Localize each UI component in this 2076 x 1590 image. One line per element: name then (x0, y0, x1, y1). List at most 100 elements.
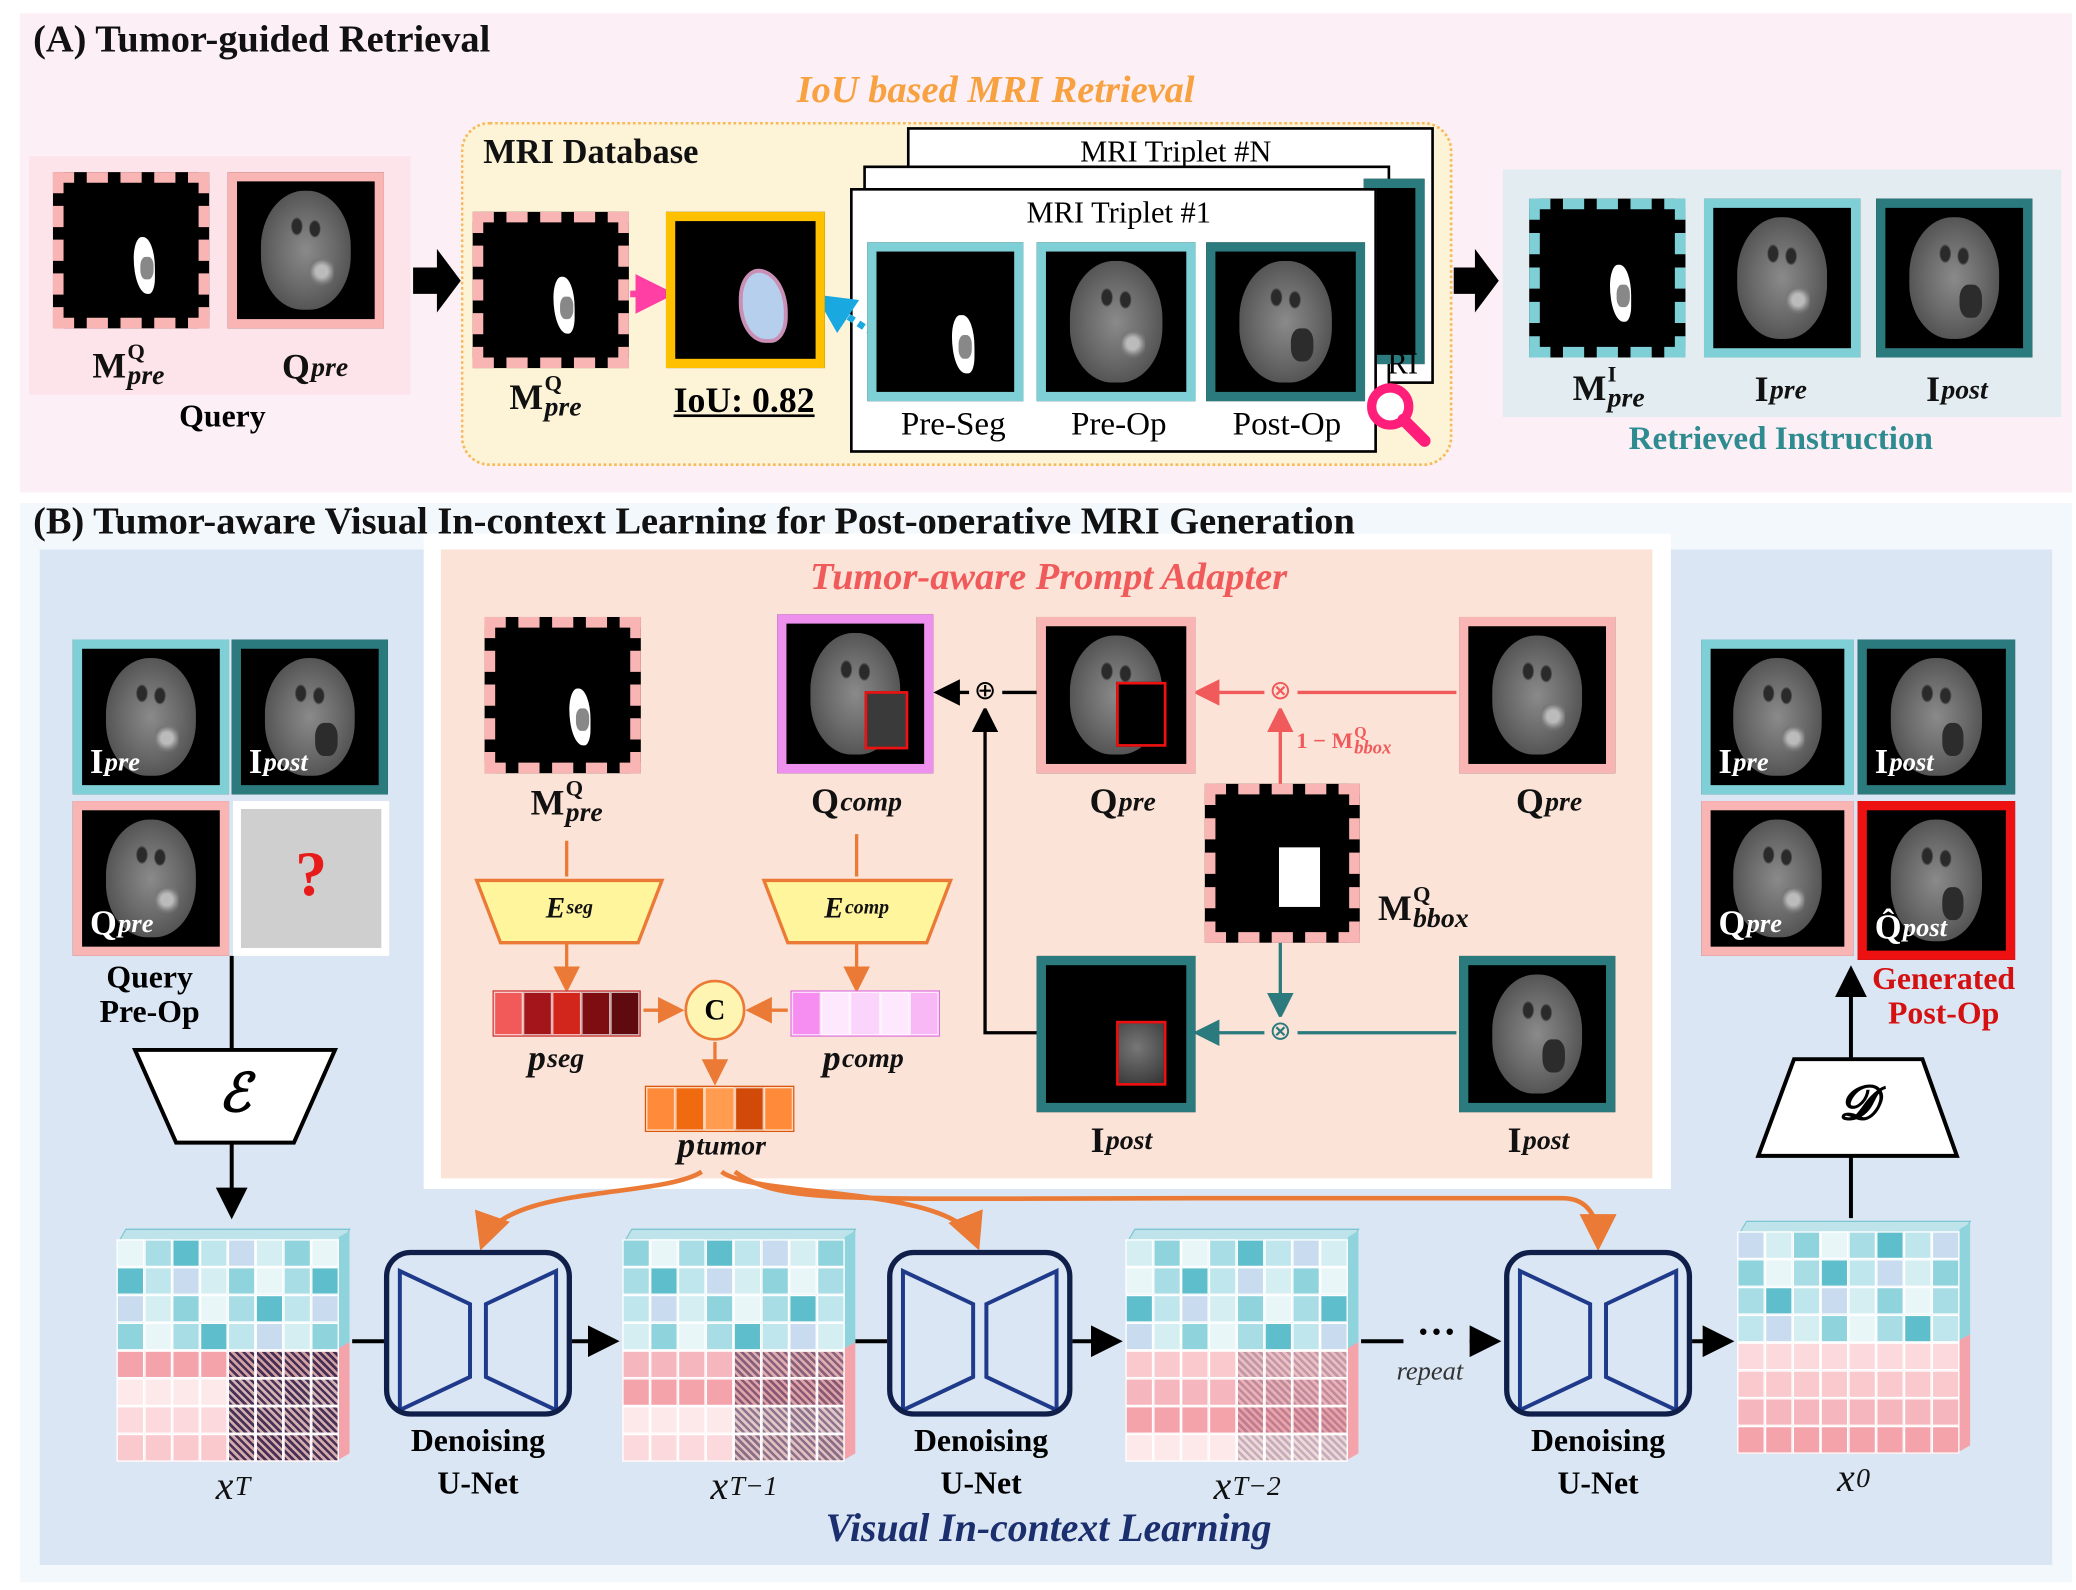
latent-cell (144, 1322, 173, 1351)
latent-cell (733, 1239, 762, 1268)
latent-cell (172, 1433, 200, 1462)
latent-cell (622, 1267, 651, 1295)
latent-cell (1931, 1286, 1960, 1315)
latent-cell (789, 1294, 817, 1323)
latent-cell (1876, 1286, 1904, 1315)
latent-cell (705, 1322, 734, 1351)
latent-cell (733, 1294, 762, 1323)
latent-cell (116, 1406, 145, 1434)
query-preop-caption-2: Pre-Op (99, 995, 200, 1031)
latent-cell (1208, 1239, 1237, 1268)
latent-cell (227, 1378, 256, 1407)
p-comp-tokens (790, 990, 941, 1037)
latent-cell (1931, 1342, 1960, 1371)
latent-cell (1153, 1294, 1182, 1323)
latent-cell (1848, 1259, 1877, 1287)
latent-cell (1764, 1425, 1793, 1454)
latent-cell (1292, 1350, 1321, 1379)
latent-cell (816, 1350, 845, 1379)
decoder-shape (1755, 1057, 1960, 1158)
latent-cell (1320, 1294, 1348, 1323)
latent-cell (1764, 1398, 1793, 1426)
latent-cell (761, 1406, 790, 1434)
latent-cell (1903, 1314, 1932, 1343)
latent-cell (283, 1350, 312, 1379)
latent-cell (1208, 1433, 1237, 1462)
col-postop: Post-Op (1232, 406, 1342, 443)
latent-cell (1737, 1231, 1765, 1260)
generated-caption-2: Post-Op (1888, 996, 2000, 1032)
retrieved-caption: Retrieved Instruction (1628, 421, 1933, 457)
latent-cell (199, 1322, 228, 1351)
latent-cell (199, 1433, 228, 1462)
latent-cell (199, 1239, 228, 1268)
concat-node: C (684, 979, 746, 1041)
masked-qpre-tile (1036, 616, 1196, 774)
latent-cell (761, 1267, 790, 1295)
latent-cell (1876, 1425, 1904, 1454)
cube-side-face (1959, 1222, 1971, 1452)
latent-cell (622, 1294, 651, 1323)
latent-cell (622, 1350, 651, 1379)
latent-cell (311, 1294, 339, 1323)
qcomp-tile (777, 614, 934, 774)
latent-cell (172, 1294, 200, 1323)
db-mask-tile (472, 211, 629, 369)
unet-3-label-1: Denoising (1530, 1424, 1666, 1460)
latent-cell (283, 1267, 312, 1295)
latent-cell (199, 1406, 228, 1434)
latent-cell (705, 1378, 734, 1407)
latent-cell (789, 1267, 817, 1295)
latent-cell (1848, 1370, 1877, 1399)
latent-cell (116, 1350, 145, 1379)
latent-cell (255, 1350, 284, 1379)
latent-cell (1292, 1406, 1321, 1434)
arrow-ptumor-to-unet1 (474, 1169, 704, 1251)
denoising-unet-1 (383, 1249, 572, 1417)
latent-cell (761, 1322, 790, 1351)
source-qpre-tile (1459, 616, 1616, 774)
latent-cell (116, 1322, 145, 1351)
denoising-unet-3 (1504, 1249, 1693, 1417)
latent-cell (1764, 1370, 1793, 1399)
latent-cell (311, 1239, 339, 1268)
latent-cell (1903, 1231, 1932, 1260)
visual-icl-caption: Visual In-context Learning (825, 1506, 1272, 1551)
latent-cell (650, 1378, 678, 1407)
latent-cell (1292, 1378, 1321, 1407)
section-a-title: (A) Tumor-guided Retrieval (33, 18, 491, 61)
latent-cell (255, 1406, 284, 1434)
latent-cell (1931, 1314, 1960, 1343)
latent-cell (1931, 1259, 1960, 1287)
latent-cell (1320, 1239, 1348, 1268)
latent-cell (1208, 1267, 1237, 1295)
latent-cell (1931, 1231, 1960, 1260)
latent-cell (1181, 1322, 1209, 1351)
latent-cell (622, 1378, 651, 1407)
latent-cell (1792, 1425, 1821, 1454)
latent-cell (1764, 1231, 1793, 1260)
latent-cell (172, 1239, 200, 1268)
latent-cell (677, 1406, 706, 1434)
latent-cell (733, 1322, 762, 1351)
latent-cell (116, 1239, 145, 1268)
unet-2-label-2: U-Net (940, 1466, 1022, 1502)
latent-cell (816, 1433, 845, 1462)
latent-cell (283, 1239, 312, 1268)
col-preop: Pre-Op (1070, 406, 1167, 443)
bbox-crop (1116, 1020, 1167, 1087)
latent-cell (1236, 1350, 1265, 1379)
latent-cell (1125, 1406, 1154, 1434)
latent-cell (283, 1294, 312, 1323)
p-tumor-tokens (644, 1085, 795, 1133)
latent-cell (1903, 1342, 1932, 1371)
latent-cell (1153, 1378, 1182, 1407)
latent-cell (1764, 1342, 1793, 1371)
latent-cell (1125, 1239, 1154, 1268)
